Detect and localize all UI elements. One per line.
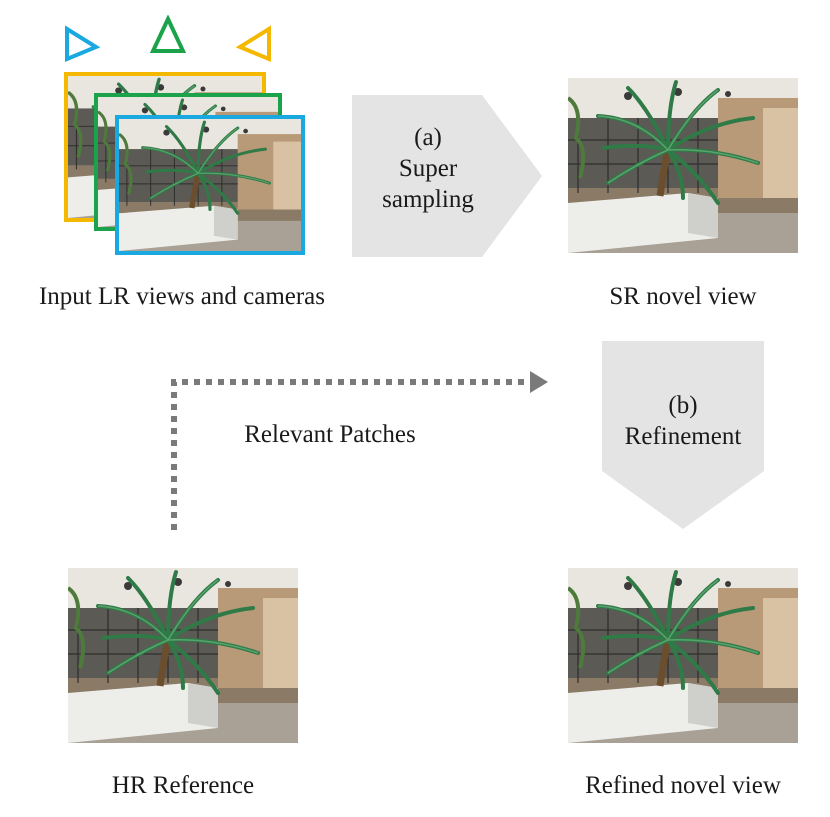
sr-novel-view-image: [568, 78, 798, 253]
super-sampling-arrow-icon: [352, 95, 542, 257]
step-b-line1: Refinement: [624, 423, 742, 450]
refinement-arrow-icon: [602, 341, 764, 529]
hr-label: HR Reference: [111, 772, 255, 799]
refined-novel-view-image: [568, 568, 798, 743]
dotted-arrow-icon: [171, 371, 548, 530]
step-b-tag: (b): [668, 392, 698, 419]
camera-triangle-icon-green: [149, 15, 187, 53]
super-sampling-text: (a) Super sampling: [366, 122, 490, 215]
step-a-line1: Super: [398, 155, 458, 182]
refined-label: Refined novel view: [585, 772, 781, 799]
sr-label: SR novel view: [609, 283, 757, 310]
step-a-line2: sampling: [382, 186, 474, 213]
camera-triangle-icon-blue: [65, 25, 100, 62]
lr-view-blue: [115, 115, 305, 255]
step-a-tag: (a): [414, 124, 442, 151]
input-label: Input LR views and cameras: [38, 283, 326, 310]
hr-reference-image: [68, 568, 298, 743]
refinement-text: (b) Refinement: [602, 390, 764, 452]
camera-triangle-icon-yellow: [236, 25, 271, 62]
relevant-patches-label: Relevant Patches: [244, 421, 416, 448]
